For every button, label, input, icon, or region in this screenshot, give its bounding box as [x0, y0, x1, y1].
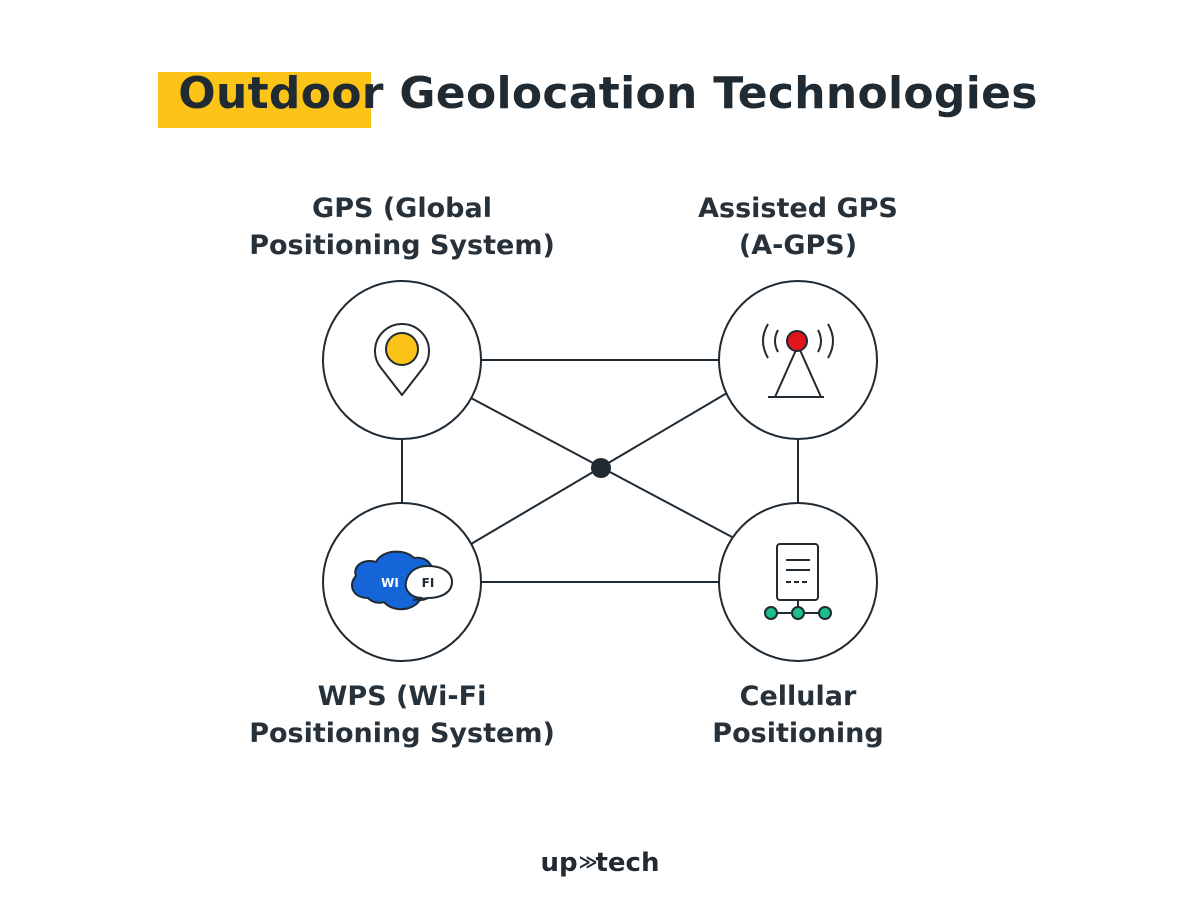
agps-node — [718, 280, 878, 440]
cellular-label-line1: Cellular — [739, 681, 857, 712]
logo-left-text: up — [540, 848, 578, 878]
title-highlight — [158, 72, 372, 128]
page-title: Outdoor Geolocation Technologies — [158, 68, 1038, 128]
map-pin-icon — [374, 323, 430, 396]
cellular-label-line2: Positioning — [712, 718, 884, 749]
title-highlighted-text: Outdoo — [178, 68, 362, 119]
wifi-badge-left: WI — [381, 576, 399, 590]
title-rest-text: r Geolocation Technologies — [361, 68, 1038, 119]
cell-tower-icon — [762, 323, 834, 398]
wifi-cloud-icon: WI FI — [351, 550, 453, 611]
agps-label-line1: Assisted GPS — [698, 193, 898, 224]
agps-node-circle — [718, 280, 878, 440]
server-network-icon — [764, 543, 832, 620]
gps-label-line2: Positioning System) — [249, 230, 555, 261]
logo-mark-icon: ≫ — [578, 852, 598, 873]
wifi-badge-right: FI — [422, 576, 435, 590]
wps-label-line2: Positioning System) — [249, 718, 555, 749]
uptech-logo: up≫tech — [0, 848, 1200, 878]
gps-label-line1: GPS (Global — [312, 193, 492, 224]
wps-node: WI FI — [322, 502, 482, 662]
wps-label: WPS (Wi-Fi Positioning System) — [222, 678, 582, 752]
cellular-node — [718, 502, 878, 662]
cellular-label: Cellular Positioning — [618, 678, 978, 752]
wps-label-line1: WPS (Wi-Fi — [317, 681, 487, 712]
logo-right-text: tech — [595, 848, 660, 878]
title-container: Outdoor Geolocation Technologies — [0, 68, 1200, 128]
gps-label: GPS (Global Positioning System) — [222, 190, 582, 264]
center-hub-dot — [591, 458, 611, 478]
agps-label-line2: (A-GPS) — [738, 230, 858, 261]
gps-node — [322, 280, 482, 440]
agps-label: Assisted GPS (A-GPS) — [618, 190, 978, 264]
